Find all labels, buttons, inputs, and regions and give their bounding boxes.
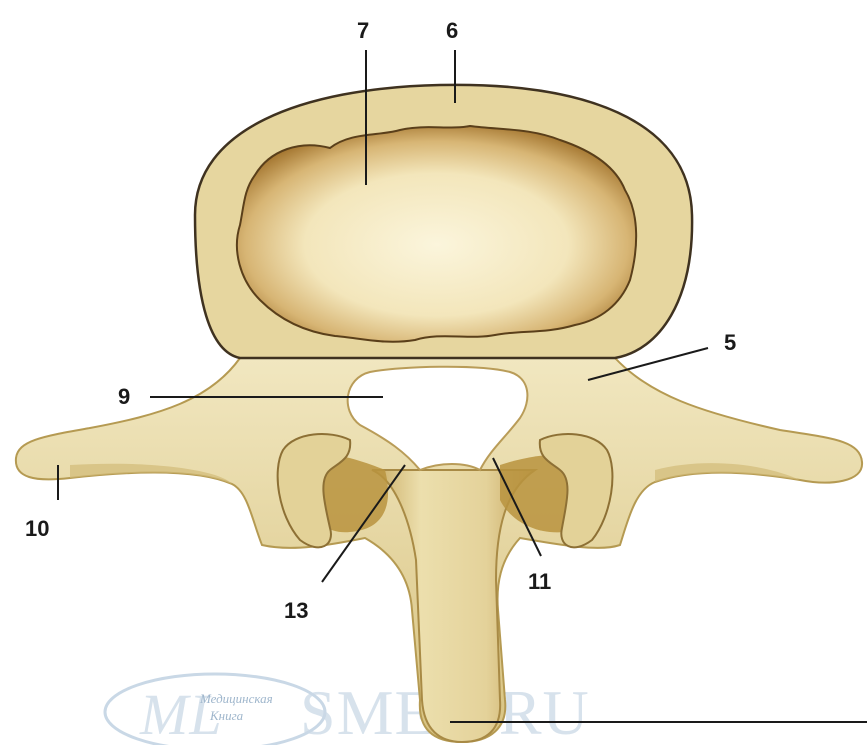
cancellous-bone <box>237 126 636 342</box>
label-5: 5 <box>724 330 736 355</box>
label-13: 13 <box>284 598 308 623</box>
label-11: 11 <box>528 569 551 594</box>
label-9: 9 <box>118 384 130 409</box>
label-7: 7 <box>357 18 369 43</box>
label-6: 6 <box>446 18 458 43</box>
label-10: 10 <box>25 516 49 541</box>
watermark: ML Медицинская Книга SMED.RU <box>105 674 590 745</box>
watermark-logo-text-top: Медицинская <box>199 691 273 706</box>
watermark-logo-text-bottom: Книга <box>209 708 244 723</box>
